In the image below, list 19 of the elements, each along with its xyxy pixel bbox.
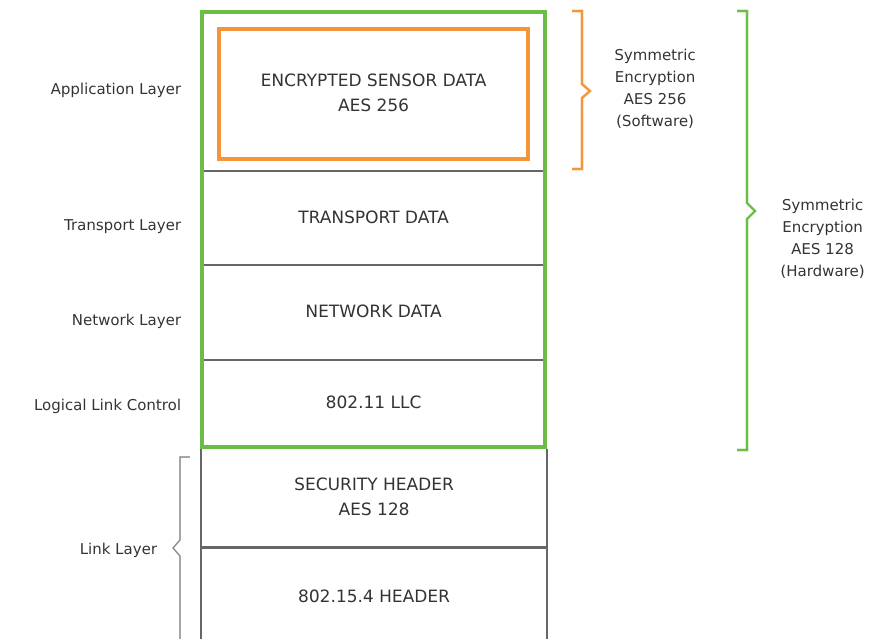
layer-name: Transport Layer	[63, 215, 181, 236]
layer-title: SECURITY HEADER	[294, 474, 454, 496]
encryption-note: Symmetric Encryption AES 256 (Software)	[613, 45, 697, 132]
layer-subtitle: AES 256	[338, 95, 409, 118]
layer-name: Network Layer	[70, 310, 181, 331]
layer-name: Link Layer	[78, 539, 157, 560]
encrypted-data-box	[217, 27, 530, 161]
encryption-note: Symmetric Encryption AES 128 (Hardware)	[779, 195, 866, 282]
layer-row	[200, 547, 548, 639]
layer-row	[200, 449, 548, 548]
layer-subtitle: AES 128	[338, 498, 410, 522]
layer-title: TRANSPORT DATA	[298, 206, 449, 230]
layer-title: ENCRYPTED SENSOR DATA	[260, 70, 486, 93]
layer-group-frame	[200, 10, 547, 449]
layer-title: 802.15.4 HEADER	[298, 586, 450, 608]
layer-title: NETWORK DATA	[305, 301, 442, 324]
layer-name: Logical Link Control	[32, 395, 181, 416]
layer-title: 802.11 LLC	[326, 392, 422, 414]
layer-name: Application Layer	[50, 79, 181, 100]
